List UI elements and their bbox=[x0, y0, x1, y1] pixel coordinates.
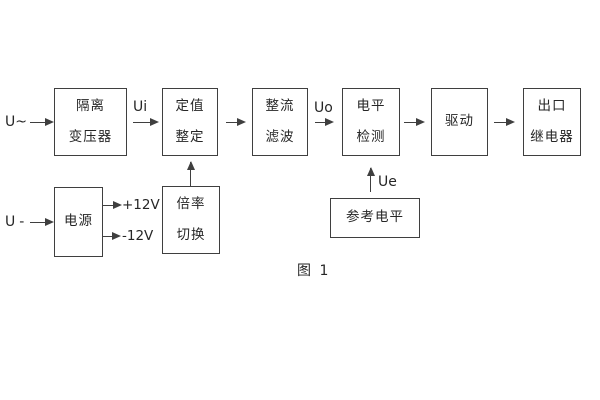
block-label-line: 检测 bbox=[356, 128, 386, 145]
block-label-line: 电源 bbox=[64, 213, 93, 230]
label-ue: Ue bbox=[378, 174, 397, 190]
arrow-dc-input bbox=[30, 218, 54, 226]
block-label-line: 整定 bbox=[175, 128, 205, 145]
label-input-dc: U- bbox=[5, 214, 29, 230]
label-minus-12v: -12V bbox=[122, 228, 154, 244]
block-label-line: 倍率 bbox=[176, 196, 206, 212]
block-label-line: 隔离 bbox=[76, 98, 105, 114]
block-label-line: 电平 bbox=[356, 98, 386, 114]
arrow-ratio-to-setting bbox=[186, 161, 195, 186]
block-power-supply: 电源 bbox=[54, 187, 103, 257]
block-label-line: 继电器 bbox=[530, 128, 574, 145]
arrow-ue-reference bbox=[366, 167, 375, 192]
label-ui: Ui bbox=[133, 99, 148, 115]
label-uo: Uo bbox=[314, 100, 333, 116]
arrow-minus-12v bbox=[103, 232, 121, 240]
block-label-line: 变压器 bbox=[68, 128, 113, 145]
block-isolation-transformer: 隔离 变压器 bbox=[54, 88, 127, 156]
block-label-line: 滤波 bbox=[265, 128, 295, 145]
label-plus-12v: +12V bbox=[122, 197, 160, 213]
block-label-line: 参考电平 bbox=[346, 209, 404, 226]
block-rectify-filter: 整流 滤波 bbox=[252, 88, 308, 156]
figure-caption: 图 1 bbox=[297, 263, 331, 279]
label-input-ac: U~ bbox=[5, 114, 27, 130]
arrow-ui-signal bbox=[133, 118, 159, 126]
arrow-level-to-drive bbox=[404, 118, 425, 126]
block-drive: 驱动 bbox=[431, 88, 488, 156]
block-reference-level: 参考电平 bbox=[330, 198, 420, 238]
block-label-line: 定值 bbox=[175, 98, 205, 114]
arrow-setting-to-rectify bbox=[226, 118, 246, 126]
arrow-uo-signal bbox=[315, 118, 334, 126]
block-label-line: 整流 bbox=[265, 98, 295, 114]
block-output-relay: 出口 继电器 bbox=[523, 88, 581, 156]
arrow-plus-12v bbox=[103, 201, 122, 209]
block-level-detect: 电平 检测 bbox=[342, 88, 400, 156]
arrow-drive-to-relay bbox=[494, 118, 515, 126]
block-value-setting: 定值 整定 bbox=[162, 88, 218, 156]
block-label-line: 切换 bbox=[176, 226, 206, 243]
block-label-line: 出口 bbox=[537, 98, 567, 114]
block-label-line: 驱动 bbox=[445, 113, 474, 130]
arrow-ac-input bbox=[30, 118, 54, 126]
block-ratio-switch: 倍率 切换 bbox=[162, 186, 220, 254]
